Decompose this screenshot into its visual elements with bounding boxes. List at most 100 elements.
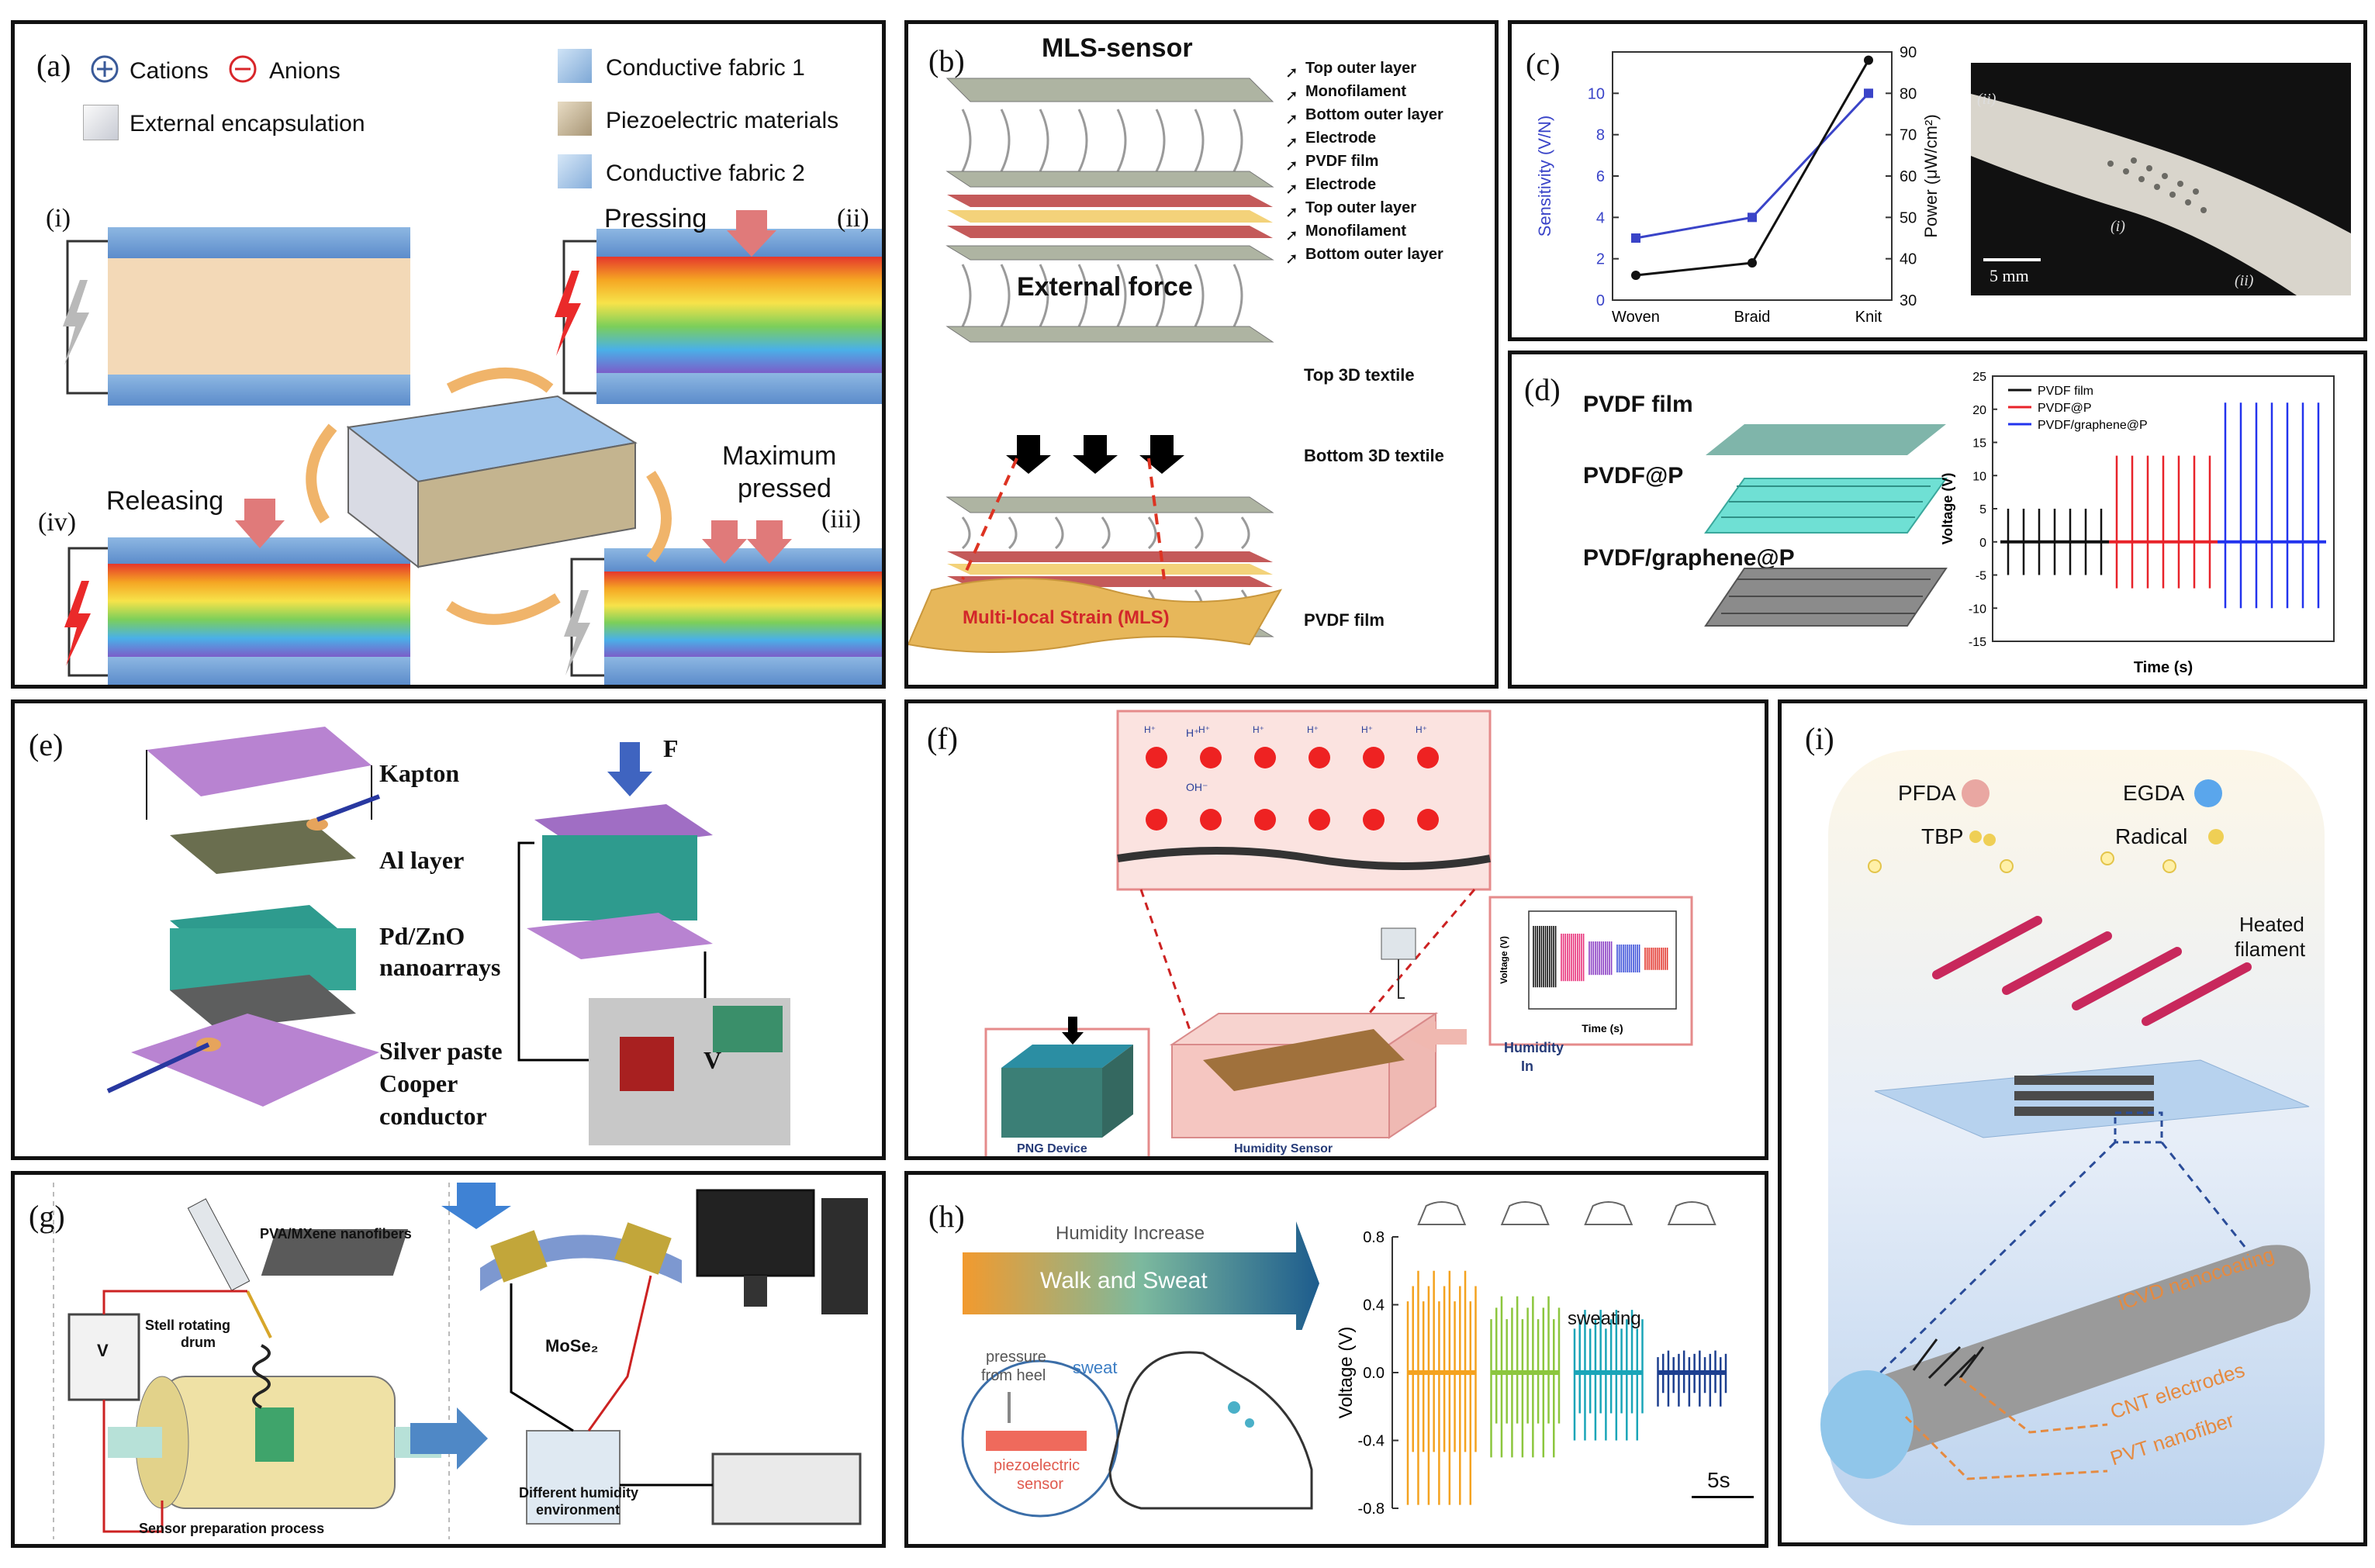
panel-c-label: (c) [1526, 47, 1561, 81]
x-axis-label: Time (s) [2134, 659, 2193, 676]
state-i-top-fabric [108, 227, 410, 258]
panel-b: (b) MLS-sensor ➚To [904, 20, 1499, 689]
y-right-tick-label: 30 [1900, 292, 1917, 309]
y-tick-label: -5 [1976, 570, 1986, 583]
heated-filament-label-1: Heated [2239, 913, 2304, 936]
y-axis-label: Voltage (V) [1940, 473, 1955, 545]
pfda-molecule-icon [1962, 779, 1990, 807]
central-fabric-right [417, 441, 636, 568]
radical-label: Radical [2115, 824, 2188, 848]
x-tick-label: Knit [1855, 309, 1882, 326]
state-ii-piezo [596, 257, 882, 373]
layer-pointer-arrow: ➚ [1285, 181, 1298, 198]
state-iii-label: (iii) [821, 505, 861, 534]
humidity-sensor-diagram: H⁺H⁺H⁺H⁺H⁺H⁺ [984, 710, 1693, 1156]
y-tick-label: 0 [1596, 292, 1605, 309]
max-pressed-label-2: pressed [738, 474, 831, 503]
force-arrow-f [1062, 1017, 1084, 1045]
y-tick-label: 5 [1979, 503, 1986, 516]
piezo-sensor-label-2: sensor [1017, 1476, 1064, 1493]
shoe-outline [1108, 1351, 1313, 1510]
lightning-grey-icon-iii [564, 590, 590, 675]
material-label-pvdf-graphene-p: PVDF/graphene@P [1583, 545, 1795, 571]
state-ii-label: (ii) [837, 204, 869, 233]
x-tick-label: Woven [1612, 309, 1660, 326]
pressing-label: Pressing [604, 204, 707, 233]
y-tick-label: -0.8 [1358, 1501, 1385, 1518]
legend-label: PVDF@P [2038, 402, 2092, 415]
scalebar-line [1983, 258, 2041, 261]
pvdf-p-mesh [1704, 478, 1948, 534]
y-right-tick-label: 70 [1900, 127, 1917, 144]
label-copper-2: conductor [379, 1102, 487, 1130]
y-tick-label: 15 [1972, 437, 1986, 451]
y-right-tick-label: 40 [1900, 251, 1917, 268]
state-iii-top-fabric [604, 548, 882, 572]
oh-label: OH⁻ [1186, 781, 1208, 793]
bottom-outer-layer-sheet [946, 171, 1274, 188]
svg-text:H⁺: H⁺ [1144, 724, 1156, 735]
legend-fabric1: Conductive fabric 1 [606, 55, 805, 81]
top-outer-layer-sheet [946, 78, 1274, 102]
layer-pointer-arrow: ➚ [1285, 250, 1298, 268]
materials-illustration [1704, 424, 1948, 627]
mls-label: Multi-local Strain (MLS) [963, 607, 1170, 628]
pvdf-film-3d [908, 458, 1283, 653]
fabric1-cube-icon [558, 49, 592, 83]
sensitivity-point [1864, 88, 1873, 98]
panel-a: (a) Cations Anions External encapsulatio… [11, 20, 886, 689]
knit-tube-photo [1971, 94, 2351, 295]
piezo-sensor-label-1: piezoelectric [994, 1457, 1080, 1474]
legend-label: PVDF/graphene@P [2038, 419, 2148, 432]
pvdf-film-label: PVDF film [1304, 610, 1385, 630]
y-right-tick-label: 80 [1900, 85, 1917, 102]
top-outer-layer-sheet-2 [946, 245, 1274, 261]
label-pdzno-1: Pd/ZnO [379, 922, 465, 950]
fabric-photo: (ii) (i) (ii) 5 mm [1971, 63, 2351, 295]
pfda-label: PFDA [1898, 781, 1956, 805]
legend-piezo: Piezoelectric materials [606, 108, 839, 133]
state-diagram [63, 210, 882, 685]
humidity-env-label-2: environment [536, 1502, 621, 1518]
label-pdzno-2: nanoarrays [379, 953, 501, 981]
nanofibers-label: PVA/MXene nanofibers [260, 1226, 412, 1242]
label-silver-paste: Silver paste [379, 1037, 503, 1065]
sensitivity-point [1748, 212, 1757, 223]
svg-text:H⁺: H⁺ [1416, 724, 1427, 735]
silver-dot-top [306, 818, 328, 831]
inset-frame [1528, 910, 1677, 1010]
layer-pointer-arrow: ➚ [1285, 88, 1298, 105]
pd-zno-device-diagram [106, 727, 790, 1145]
h-label: H⁺ [1186, 727, 1200, 739]
state-iv-label: (iv) [38, 508, 77, 537]
press-arrow-iv [235, 499, 285, 548]
label-force: F [663, 734, 679, 762]
sweat-label: sweat [1073, 1358, 1118, 1377]
panel-g-label: (g) [29, 1199, 65, 1234]
fiber-body [1851, 1245, 2311, 1463]
monofilament-loops [961, 109, 1243, 172]
tbp-molecule-icon [1969, 831, 1996, 846]
humidity-voltage-inset-chart: Time (s) Voltage (V) [1499, 910, 1677, 1034]
shoe-icon [1667, 1201, 1716, 1225]
humidity-increase-arrow [963, 1221, 1319, 1345]
inset-x-label: Time (s) [1582, 1022, 1623, 1034]
cycle-arrow-2 [646, 471, 672, 563]
material-label-pvdf-film: PVDF film [1583, 392, 1693, 417]
power-supply-volt-label: V [97, 1341, 109, 1360]
mose2-label: MoSe₂ [545, 1336, 599, 1356]
external-force-label: External force [1017, 272, 1193, 302]
layer-label: Monofilament [1305, 83, 1406, 100]
y-tick-label: 4 [1596, 209, 1605, 226]
nanofiber-sem-image [261, 1229, 409, 1276]
press-arrow-iii-1 [702, 520, 747, 564]
panel-a-label: (a) [36, 48, 71, 83]
press-arrow-icon [441, 1183, 511, 1229]
mls-sensor-title: MLS-sensor [1042, 33, 1193, 63]
shoe-icon [1500, 1201, 1550, 1225]
state-i-label: (i) [46, 204, 71, 233]
kapton-top-sheet [147, 727, 372, 796]
inset-y-label: Voltage (V) [1499, 936, 1509, 984]
y-tick-label: -10 [1969, 603, 1986, 616]
